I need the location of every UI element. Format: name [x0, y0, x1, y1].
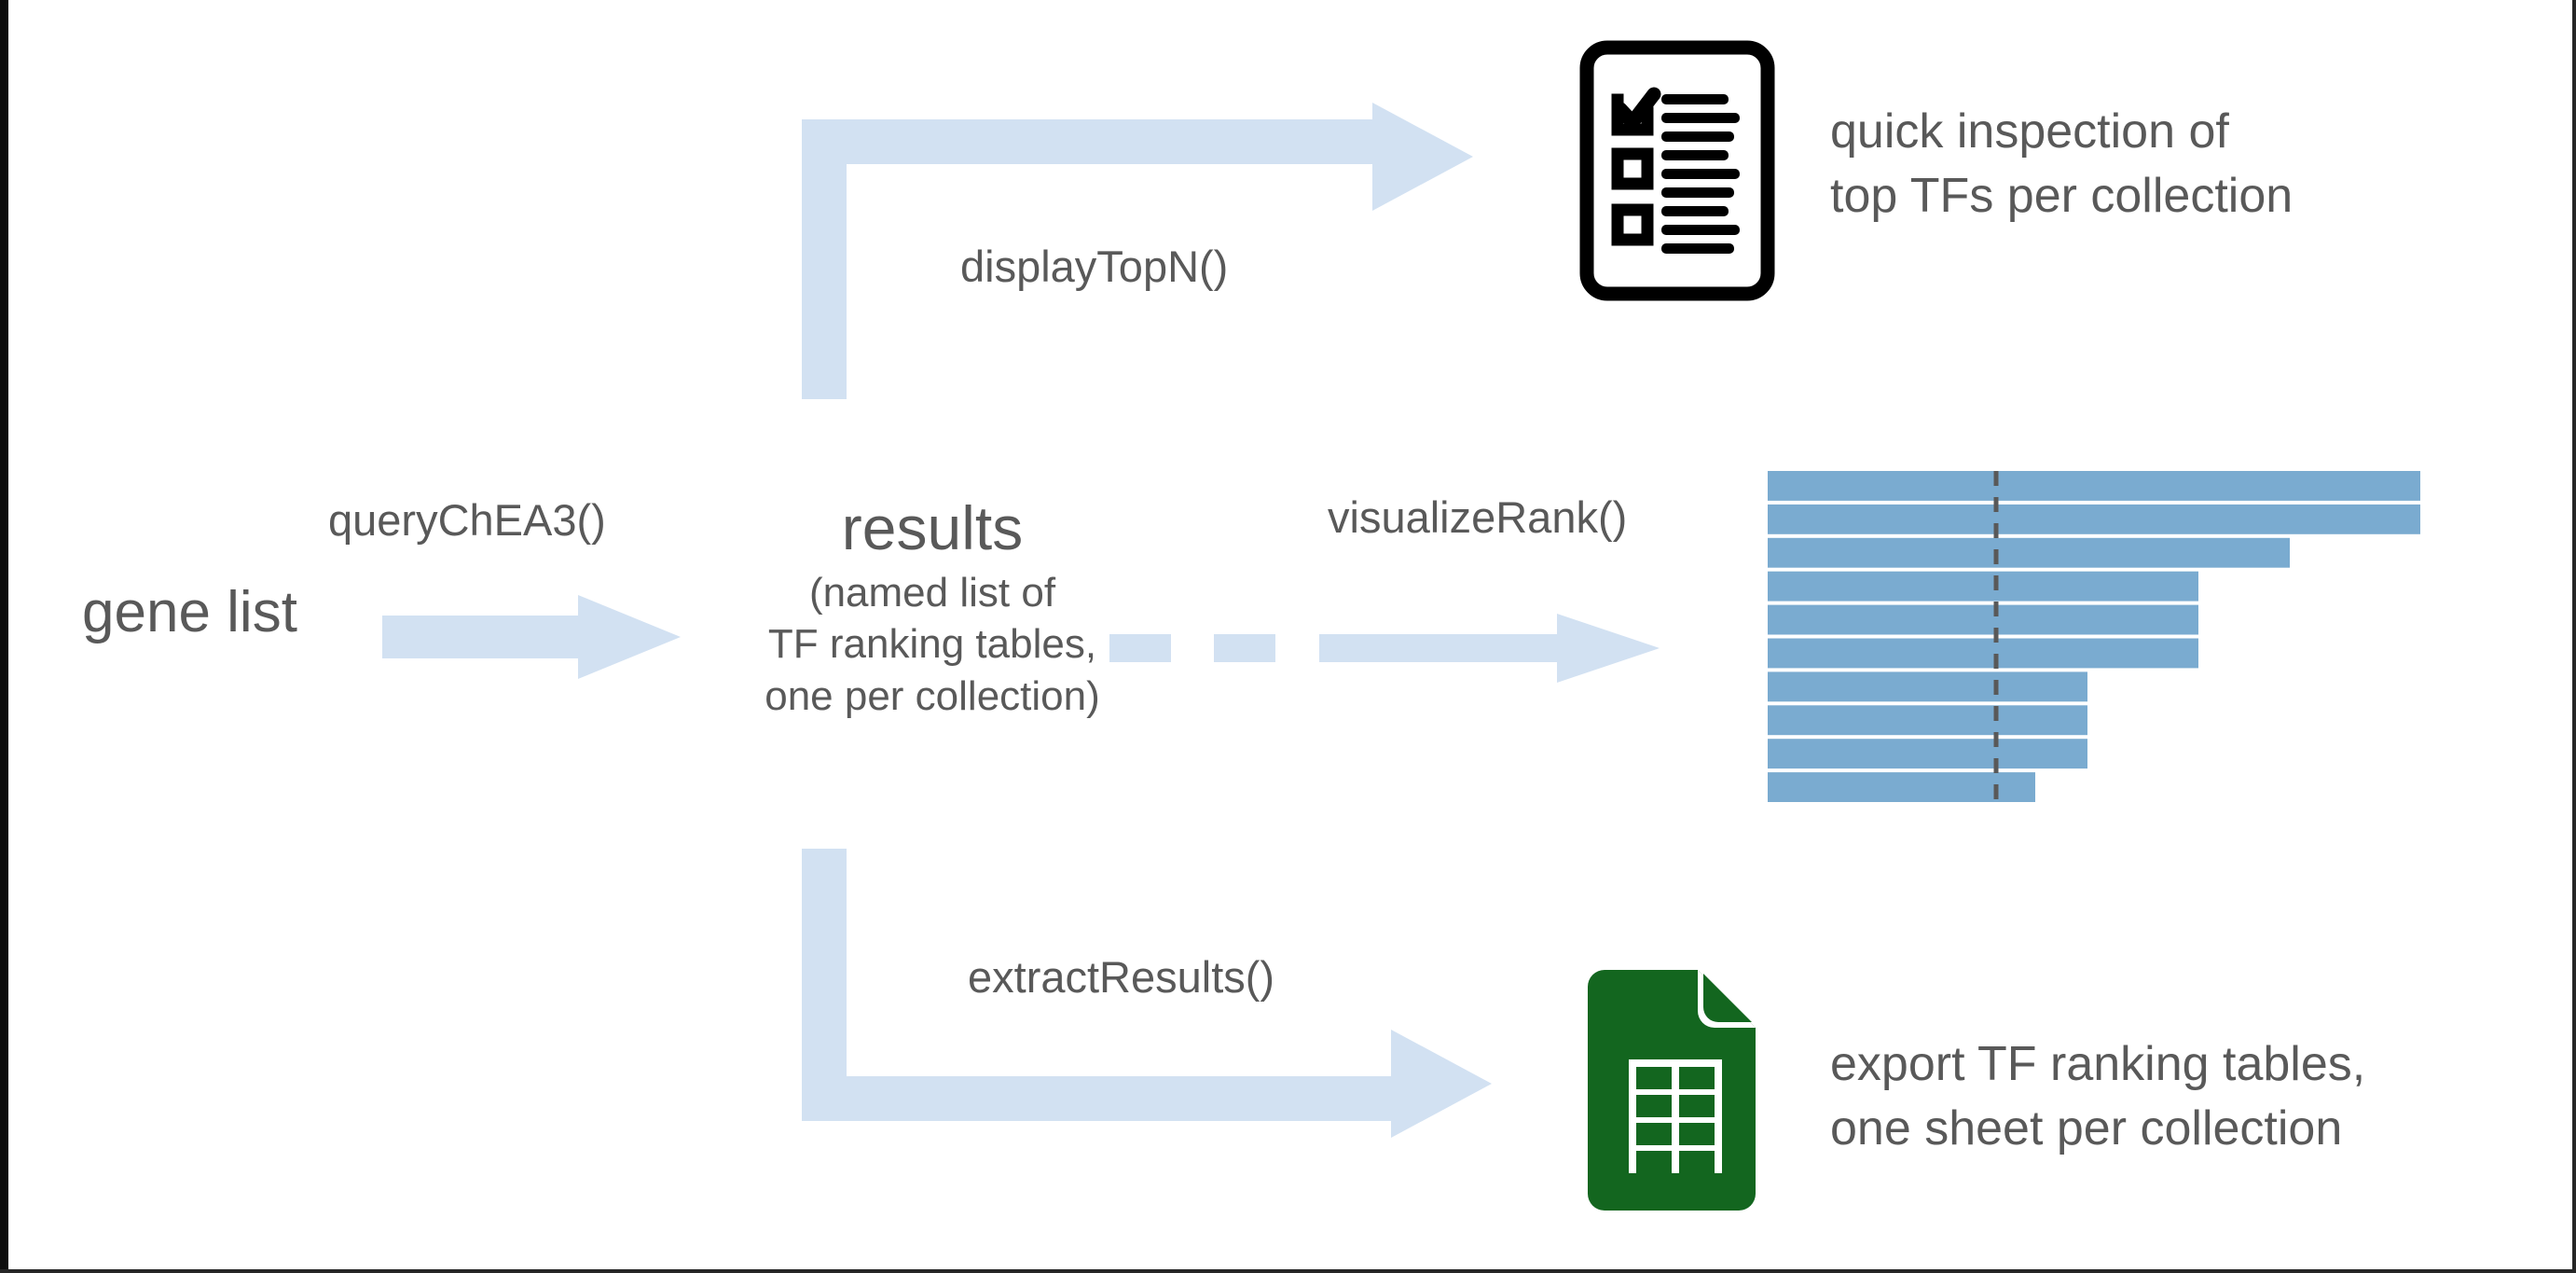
rank-bar-chart — [1768, 471, 2420, 802]
bar-1 — [1768, 471, 2420, 501]
results-node-title: results — [841, 493, 1024, 562]
elbow-arrow-icon-top — [802, 103, 1473, 399]
frame-border-right — [2572, 0, 2576, 1273]
dashed-arrow-icon — [1109, 606, 1660, 690]
function-label-extractresults: extractResults() — [968, 952, 1275, 1002]
bar-7 — [1768, 671, 2087, 702]
arrow-right-icon — [382, 595, 681, 679]
bar-8 — [1768, 705, 2087, 736]
bar-10 — [1768, 772, 2035, 802]
elbow-arrow-icon-bottom — [802, 849, 1492, 1138]
bar-4 — [1768, 571, 2198, 602]
bar-6 — [1768, 638, 2198, 669]
checklist-caption: quick inspection of top TFs per collecti… — [1830, 104, 2294, 224]
frame-border-left — [0, 0, 8, 1273]
spreadsheet-caption: export TF ranking tables, one sheet per … — [1830, 1037, 2366, 1156]
spreadsheet-icon — [1588, 970, 1756, 1217]
results-node-subtitle: (named list of TF ranking tables, one pe… — [765, 570, 1100, 719]
bar-chart-svg — [1768, 471, 2420, 802]
function-label-querychea3: queryChEA3() — [328, 495, 606, 545]
function-label-displaytopn: displayTopN() — [960, 242, 1229, 291]
bar-3 — [1768, 537, 2290, 568]
bar-9 — [1768, 739, 2087, 769]
checklist-icon — [1579, 40, 1775, 301]
frame-border-bottom — [0, 1269, 2576, 1273]
function-label-visualizerank: visualizeRank() — [1328, 492, 1628, 542]
gene-list-label: gene list — [82, 580, 297, 644]
frame-border-top — [0, 0, 2576, 2]
bar-5 — [1768, 604, 2198, 635]
bar-2 — [1768, 504, 2420, 534]
